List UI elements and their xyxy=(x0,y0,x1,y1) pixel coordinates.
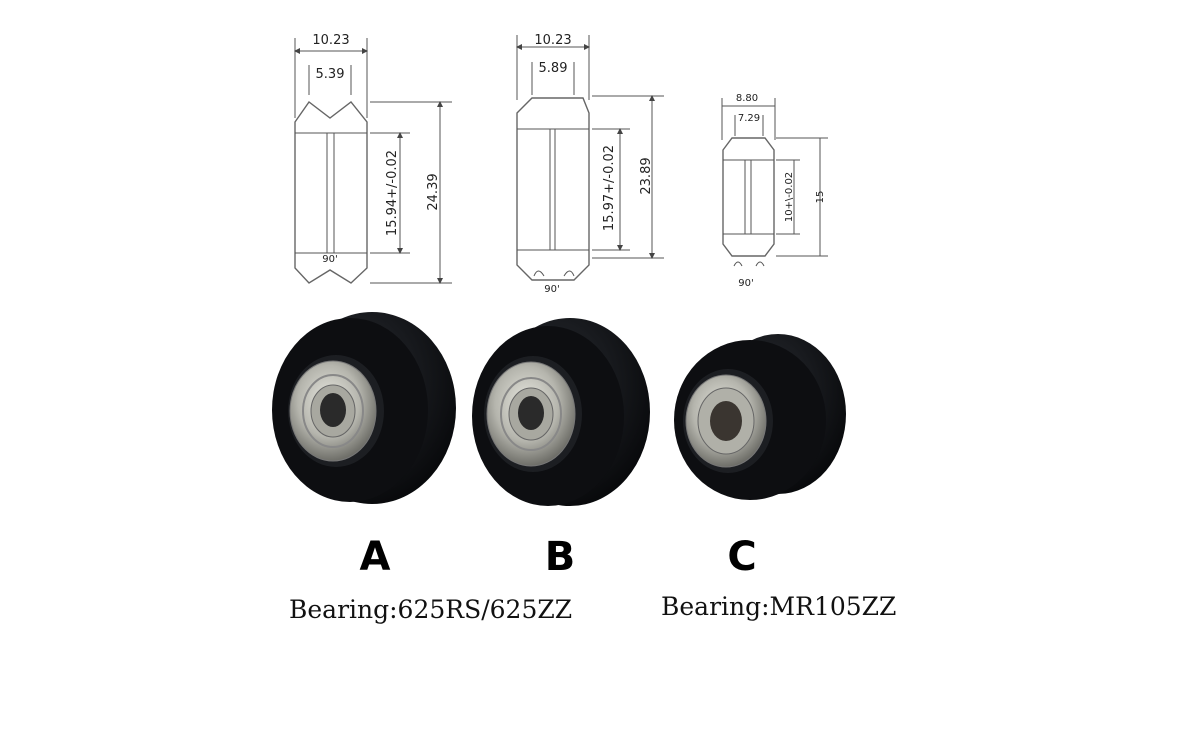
angle-a: 90' xyxy=(322,254,337,265)
dim-c-height: 15 xyxy=(815,191,826,204)
profile-b xyxy=(516,97,590,281)
angle-c: 90' xyxy=(738,278,753,289)
dim-c-inner-width: 7.29 xyxy=(738,113,760,124)
dim-c-bearing-span: 10+\-0.02 xyxy=(784,172,795,222)
wheel-label-c: C xyxy=(727,534,756,580)
wheel-label-b: B xyxy=(545,534,576,580)
wheel-c-photo xyxy=(674,334,846,500)
wheel-b-photo xyxy=(472,318,650,506)
dim-a-inner-width: 5.39 xyxy=(316,67,345,82)
profile-a xyxy=(294,101,368,284)
wheel-label-a: A xyxy=(360,534,391,580)
dim-a-bearing-span: 15.94+/-0.02 xyxy=(385,150,400,236)
drawing-a: 10.23 5.39 15.94+/-0.02 24.39 90' xyxy=(294,33,452,284)
drawing-b: 10.23 5.89 15.97+/-0.02 23.89 90' xyxy=(516,33,664,295)
dim-b-height: 23.89 xyxy=(639,157,654,194)
dim-a-outer-width: 10.23 xyxy=(312,33,349,48)
profile-c xyxy=(722,137,775,257)
wheel-a-photo xyxy=(272,312,456,504)
angle-b: 90' xyxy=(544,284,559,295)
dim-b-inner-width: 5.89 xyxy=(539,61,568,76)
dim-a-height: 24.39 xyxy=(426,173,441,210)
dim-b-outer-width: 10.23 xyxy=(534,33,571,48)
dim-c-outer-width: 8.80 xyxy=(736,93,758,104)
dim-b-bearing-span: 15.97+/-0.02 xyxy=(602,145,617,231)
caption-bearing-c: Bearing:MR105ZZ xyxy=(661,592,896,621)
caption-bearing-ab: Bearing:625RS/625ZZ xyxy=(289,595,572,624)
drawing-c: 8.80 7.29 10+\-0.02 15 90' xyxy=(721,93,828,289)
